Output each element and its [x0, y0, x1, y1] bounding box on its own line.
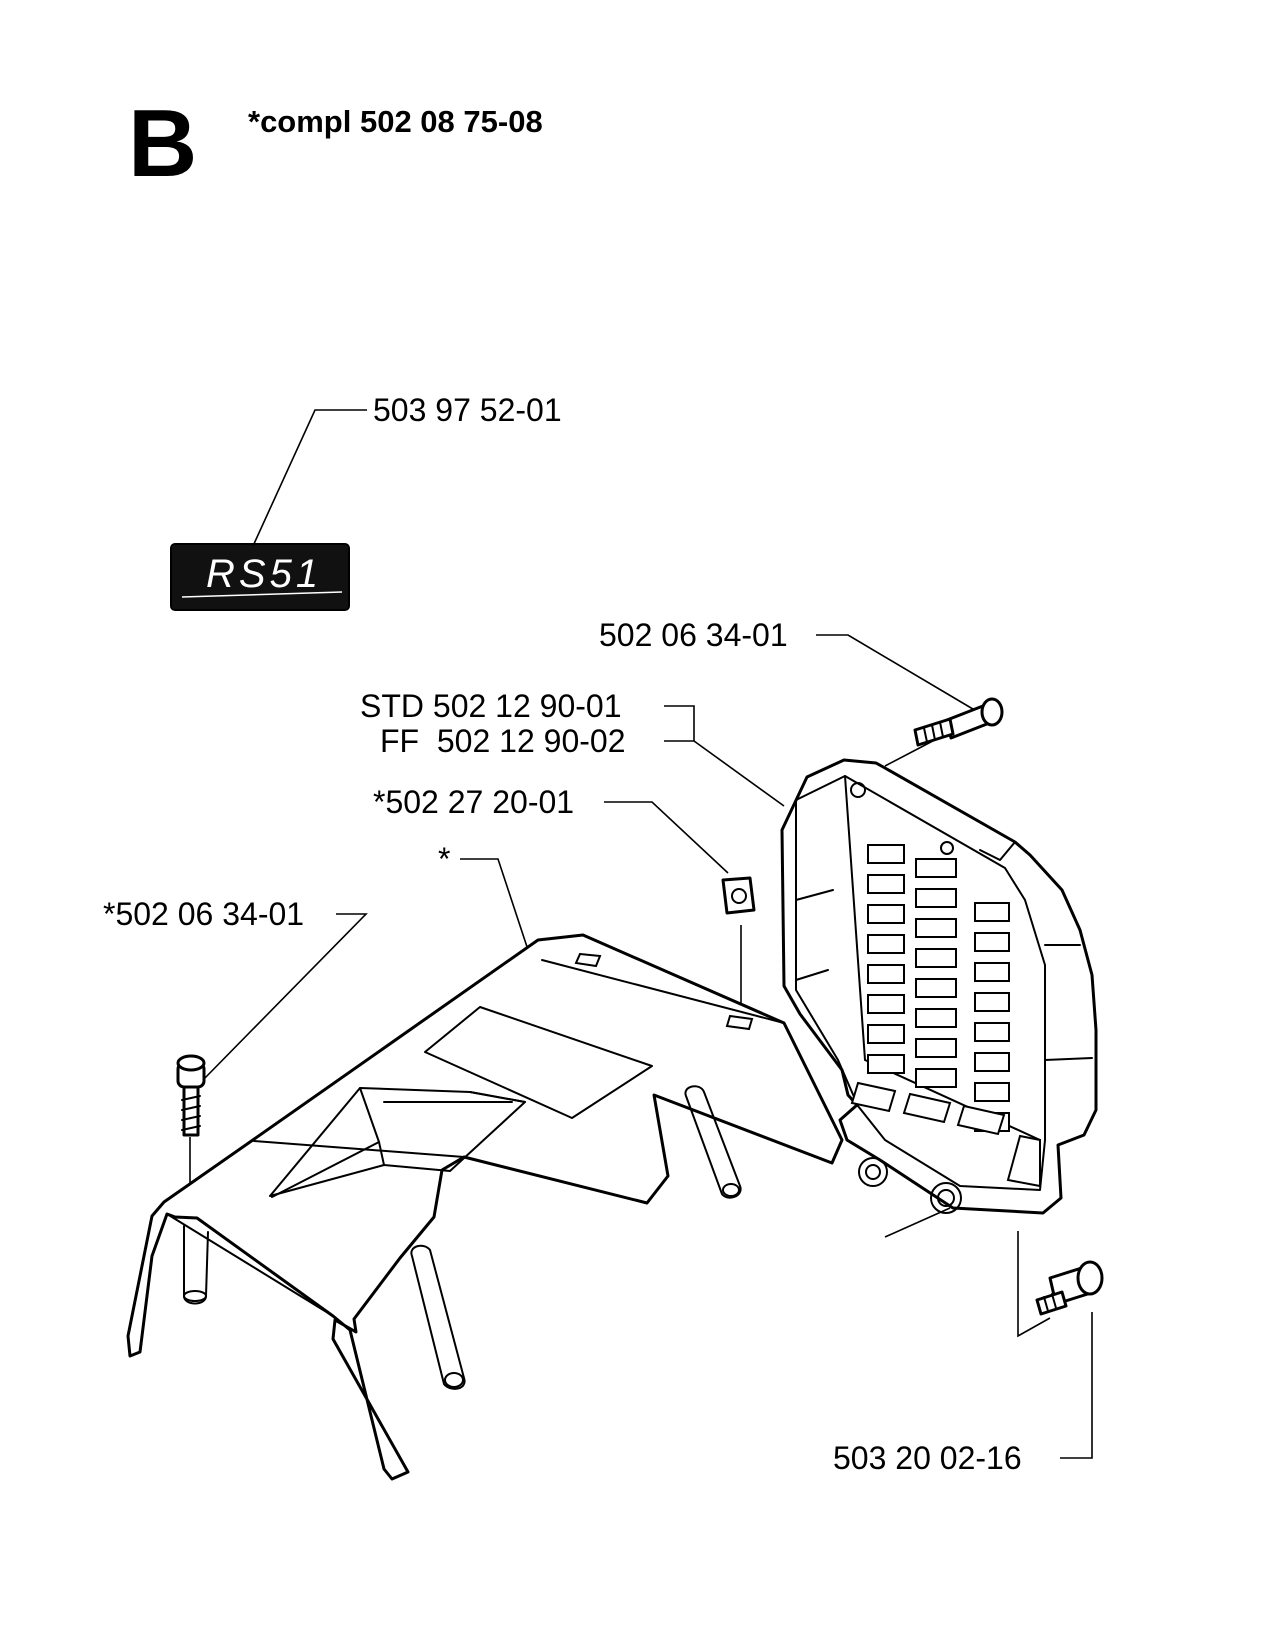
bolt-top-icon: [913, 697, 1004, 747]
side-cover-grille: [780, 758, 1098, 1215]
assembly-reference: *compl 502 08 75-08: [248, 104, 543, 139]
label-bolt-bottom-part: 503 20 02-16: [833, 1440, 1022, 1476]
bolt-left-icon: [176, 1054, 206, 1137]
label-nut-part: *502 27 20-01: [373, 784, 575, 820]
label-top-cover-part: *: [438, 841, 451, 877]
leader-lines: [189, 409, 1093, 1459]
top-cover: [126, 933, 844, 1481]
decal-plate: RS51: [170, 543, 350, 611]
label-cover-ff-part: FF 502 12 90-02: [380, 723, 626, 759]
section-letter: B: [128, 90, 198, 197]
grille-slots: [850, 844, 1041, 1188]
label-bolt-top-part: 502 06 34-01: [599, 617, 788, 653]
bolt-bottom-icon: [1035, 1260, 1104, 1316]
label-cover-std-part: STD 502 12 90-01: [360, 688, 622, 724]
label-bolt-left-part: *502 06 34-01: [103, 896, 305, 932]
square-nut-icon: [721, 876, 756, 915]
label-decal-part: 503 97 52-01: [373, 392, 562, 428]
decal-text: RS51: [206, 552, 322, 596]
